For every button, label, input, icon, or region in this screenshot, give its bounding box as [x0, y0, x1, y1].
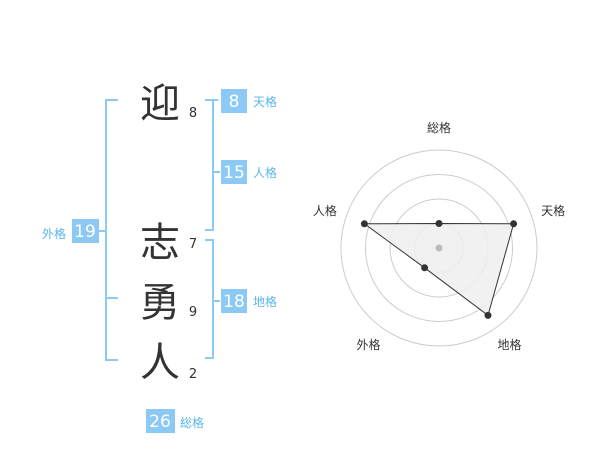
name-char-2: 志	[140, 220, 180, 266]
outer-bracket	[105, 99, 118, 361]
name-analysis: 迎 8 志 7 勇 9 人 2 8 天格 15 人格 18 地格 19 外格 2…	[42, 81, 277, 433]
radar-point-3	[484, 311, 492, 319]
stroke-count-4: 2	[189, 367, 197, 382]
stroke-count-3: 9	[189, 305, 197, 320]
jinkaku-box	[221, 160, 247, 184]
chikaku-value: 18	[223, 292, 245, 312]
radar-axis-label-4: 外格	[356, 337, 380, 352]
radar-area	[362, 222, 515, 317]
gaikaku-box	[72, 219, 99, 243]
soukaku-value: 26	[149, 412, 171, 432]
soukaku-label: 総格	[180, 415, 204, 430]
chikaku-label: 地格	[253, 294, 277, 309]
radar-point-4	[421, 264, 429, 272]
tenkaku-box	[221, 89, 247, 113]
chikaku-bracket	[205, 239, 214, 359]
gaikaku-value: 19	[74, 222, 96, 242]
jinkaku-label: 人格	[253, 165, 277, 180]
radar-ring-4	[340, 149, 538, 347]
stroke-count-2: 7	[189, 237, 197, 252]
radar-center-dot	[435, 244, 443, 252]
name-char-4: 人	[140, 340, 180, 386]
radar-ring-3	[365, 174, 513, 322]
radar-axis-label-2: 天格	[541, 203, 565, 218]
radar-axis-label-1: 総格	[427, 120, 451, 135]
radar-axis-label-5: 人格	[313, 203, 337, 218]
name-char-3: 勇	[140, 280, 180, 326]
jinkaku-bracket	[205, 99, 214, 231]
jinkaku-value: 15	[223, 163, 245, 183]
gaikaku-label: 外格	[42, 226, 66, 241]
soukaku-box	[146, 409, 175, 433]
radar-point-1	[435, 220, 443, 227]
tenkaku-label: 天格	[253, 94, 277, 109]
radar-axis-label-3: 地格	[497, 337, 521, 352]
name-char-1: 迎	[140, 81, 180, 127]
chikaku-box	[221, 289, 247, 313]
radar-point-5	[360, 220, 368, 228]
radar-point-2	[510, 220, 518, 228]
tenkaku-value: 8	[229, 92, 240, 112]
stroke-count-1: 8	[189, 106, 197, 121]
